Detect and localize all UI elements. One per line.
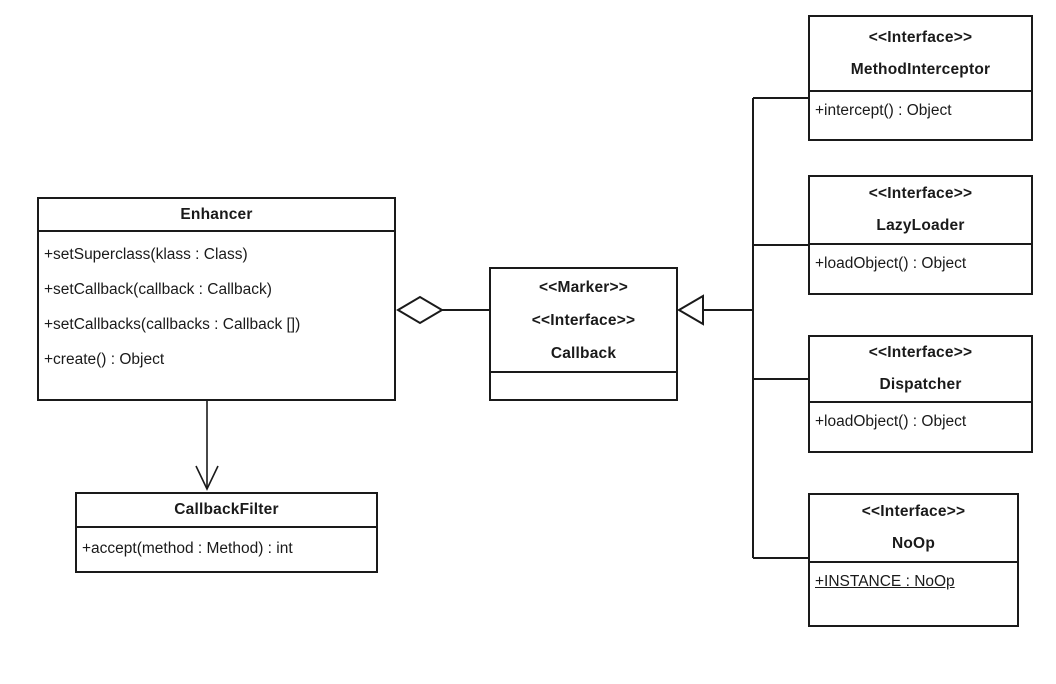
class-member: +accept(method : Method) : int	[82, 540, 293, 557]
class-members: +accept(method : Method) : int	[77, 528, 376, 564]
class-members: +intercept() : Object	[810, 92, 1031, 126]
class-header: CallbackFilter	[77, 494, 376, 528]
class-header: <<Interface>> LazyLoader	[810, 177, 1031, 245]
class-stereotype: <<Marker>>	[538, 278, 629, 296]
class-member: +setCallback(callback : Callback)	[44, 281, 272, 298]
class-box-lazyloader: <<Interface>> LazyLoader +loadObject() :…	[808, 175, 1033, 295]
generalization-triangle-icon	[677, 294, 704, 326]
class-member: +setCallbacks(callbacks : Callback [])	[44, 316, 301, 333]
class-title: Callback	[550, 344, 617, 362]
class-title: Enhancer	[180, 205, 253, 223]
class-box-enhancer: Enhancer +setSuperclass(klass : Class) +…	[37, 197, 396, 401]
class-header: <<Marker>> <<Interface>> Callback	[491, 269, 676, 373]
class-members: +setSuperclass(klass : Class) +setCallba…	[39, 232, 394, 377]
class-member: +intercept() : Object	[815, 102, 952, 119]
aggregation-diamond-icon	[396, 295, 444, 325]
class-members: +loadObject() : Object	[810, 245, 1031, 279]
class-stereotype: <<Interface>>	[868, 28, 973, 46]
class-box-dispatcher: <<Interface>> Dispatcher +loadObject() :…	[808, 335, 1033, 453]
class-box-noop: <<Interface>> NoOp +INSTANCE : NoOp	[808, 493, 1019, 627]
class-title: NoOp	[892, 535, 935, 552]
class-header: <<Interface>> NoOp	[810, 495, 1017, 563]
class-box-methodinterceptor: <<Interface>> MethodInterceptor +interce…	[808, 15, 1033, 141]
class-title: CallbackFilter	[174, 501, 279, 518]
class-members-empty	[491, 373, 676, 377]
class-member: +create() : Object	[44, 351, 165, 368]
class-member: +loadObject() : Object	[815, 255, 967, 272]
class-header: <<Interface>> Dispatcher	[810, 337, 1031, 403]
class-member-static: +INSTANCE : NoOp	[815, 573, 955, 590]
class-box-callback: <<Marker>> <<Interface>> Callback	[489, 267, 678, 401]
class-stereotype: <<Interface>>	[861, 503, 966, 520]
class-member: +loadObject() : Object	[815, 413, 967, 430]
class-stereotype: <<Interface>>	[531, 311, 636, 329]
class-title: Dispatcher	[879, 376, 962, 393]
class-box-callbackfilter: CallbackFilter +accept(method : Method) …	[75, 492, 378, 573]
class-title: MethodInterceptor	[850, 60, 991, 78]
open-arrowhead-icon	[195, 465, 219, 491]
class-title: LazyLoader	[876, 217, 965, 234]
class-header: Enhancer	[39, 199, 394, 232]
class-header: <<Interface>> MethodInterceptor	[810, 17, 1031, 92]
class-member: +setSuperclass(klass : Class)	[44, 246, 248, 263]
class-stereotype: <<Interface>>	[868, 185, 973, 202]
class-stereotype: <<Interface>>	[868, 344, 973, 361]
class-members: +loadObject() : Object	[810, 403, 1031, 437]
class-members: +INSTANCE : NoOp	[810, 563, 1017, 597]
